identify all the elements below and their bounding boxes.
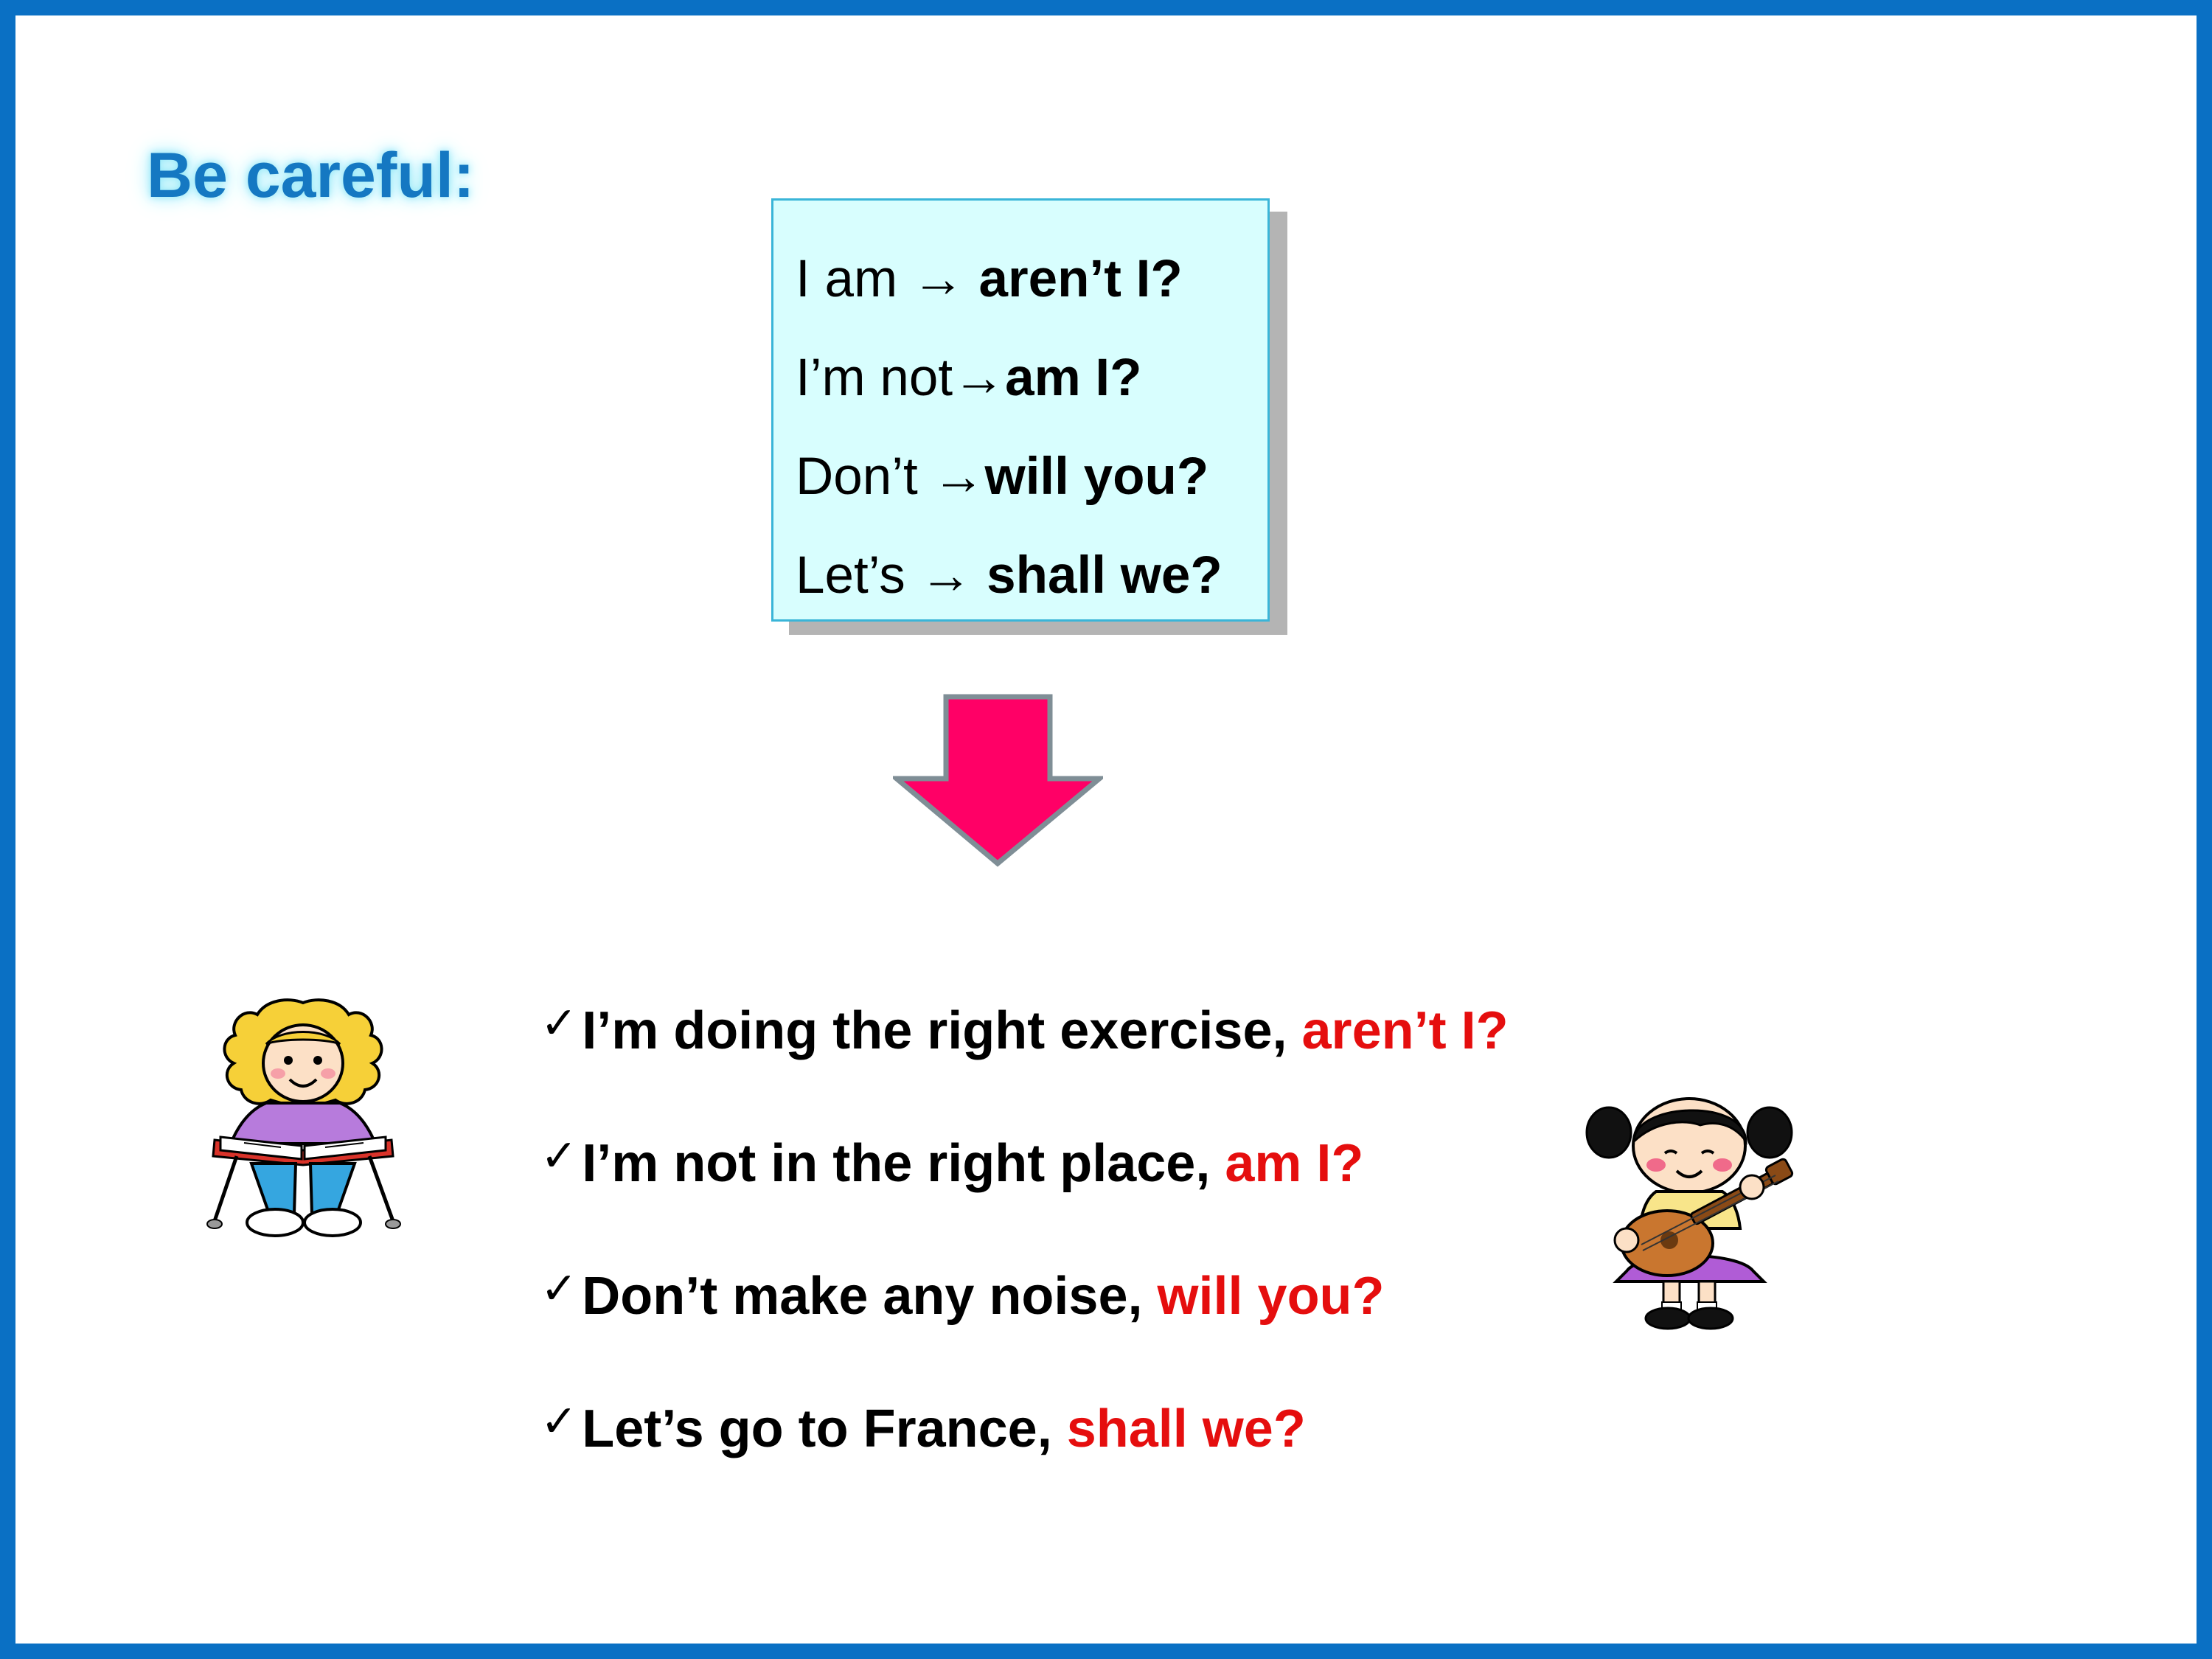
example-sentence: ✓I’m doing the right exercise, aren’t I? bbox=[540, 998, 1509, 1061]
rule-line-im-not: I’m not→am I? bbox=[796, 348, 1142, 408]
example-sentence: ✓Don’t make any noise, will you? bbox=[540, 1263, 1385, 1326]
right-arrow-icon: → bbox=[953, 349, 1006, 407]
question-tag: shall we? bbox=[1066, 1399, 1306, 1458]
rule-answer: will you? bbox=[984, 448, 1209, 506]
example-sentence: ✓I’m not in the right place, am I? bbox=[540, 1130, 1364, 1194]
rule-line-dont: Don’t →will you? bbox=[796, 447, 1208, 507]
girl-reading-illustration bbox=[206, 998, 401, 1237]
right-arrow-icon: → bbox=[911, 250, 964, 308]
example-sentence: ✓Let’s go to France, shall we? bbox=[540, 1396, 1306, 1459]
rule-answer: aren’t I? bbox=[964, 250, 1183, 308]
example-text: I’m doing the right exercise, bbox=[582, 1001, 1302, 1060]
question-tag: am I? bbox=[1225, 1134, 1364, 1193]
rule-prefix: I’m not bbox=[796, 349, 953, 407]
example-text: Don’t make any noise, bbox=[582, 1267, 1158, 1326]
rule-prefix: Don’t bbox=[796, 448, 933, 506]
question-tag: aren’t I? bbox=[1301, 1001, 1509, 1060]
slide-heading: Be careful: bbox=[147, 140, 475, 211]
right-arrow-icon: → bbox=[919, 546, 973, 605]
down-arrow-icon bbox=[893, 694, 1103, 867]
girl-playing-guitar-illustration bbox=[1585, 1097, 1794, 1330]
rule-answer: shall we? bbox=[972, 546, 1222, 605]
rules-box: I am → aren’t I? I’m not→am I? Don’t →wi… bbox=[771, 198, 1270, 622]
check-mark-icon: ✓ bbox=[540, 1396, 578, 1447]
example-text: I’m not in the right place, bbox=[582, 1134, 1225, 1193]
rule-line-lets: Let’s → shall we? bbox=[796, 546, 1222, 605]
check-mark-icon: ✓ bbox=[540, 1263, 578, 1315]
check-mark-icon: ✓ bbox=[540, 998, 578, 1049]
right-arrow-icon: → bbox=[932, 448, 985, 506]
question-tag: will you? bbox=[1157, 1267, 1385, 1326]
rule-line-i-am: I am → aren’t I? bbox=[796, 249, 1183, 309]
example-text: Let’s go to France, bbox=[582, 1399, 1067, 1458]
rule-prefix: Let’s bbox=[796, 546, 920, 605]
rule-answer: am I? bbox=[1005, 349, 1142, 407]
check-mark-icon: ✓ bbox=[540, 1130, 578, 1182]
rule-prefix: I am bbox=[796, 250, 912, 308]
